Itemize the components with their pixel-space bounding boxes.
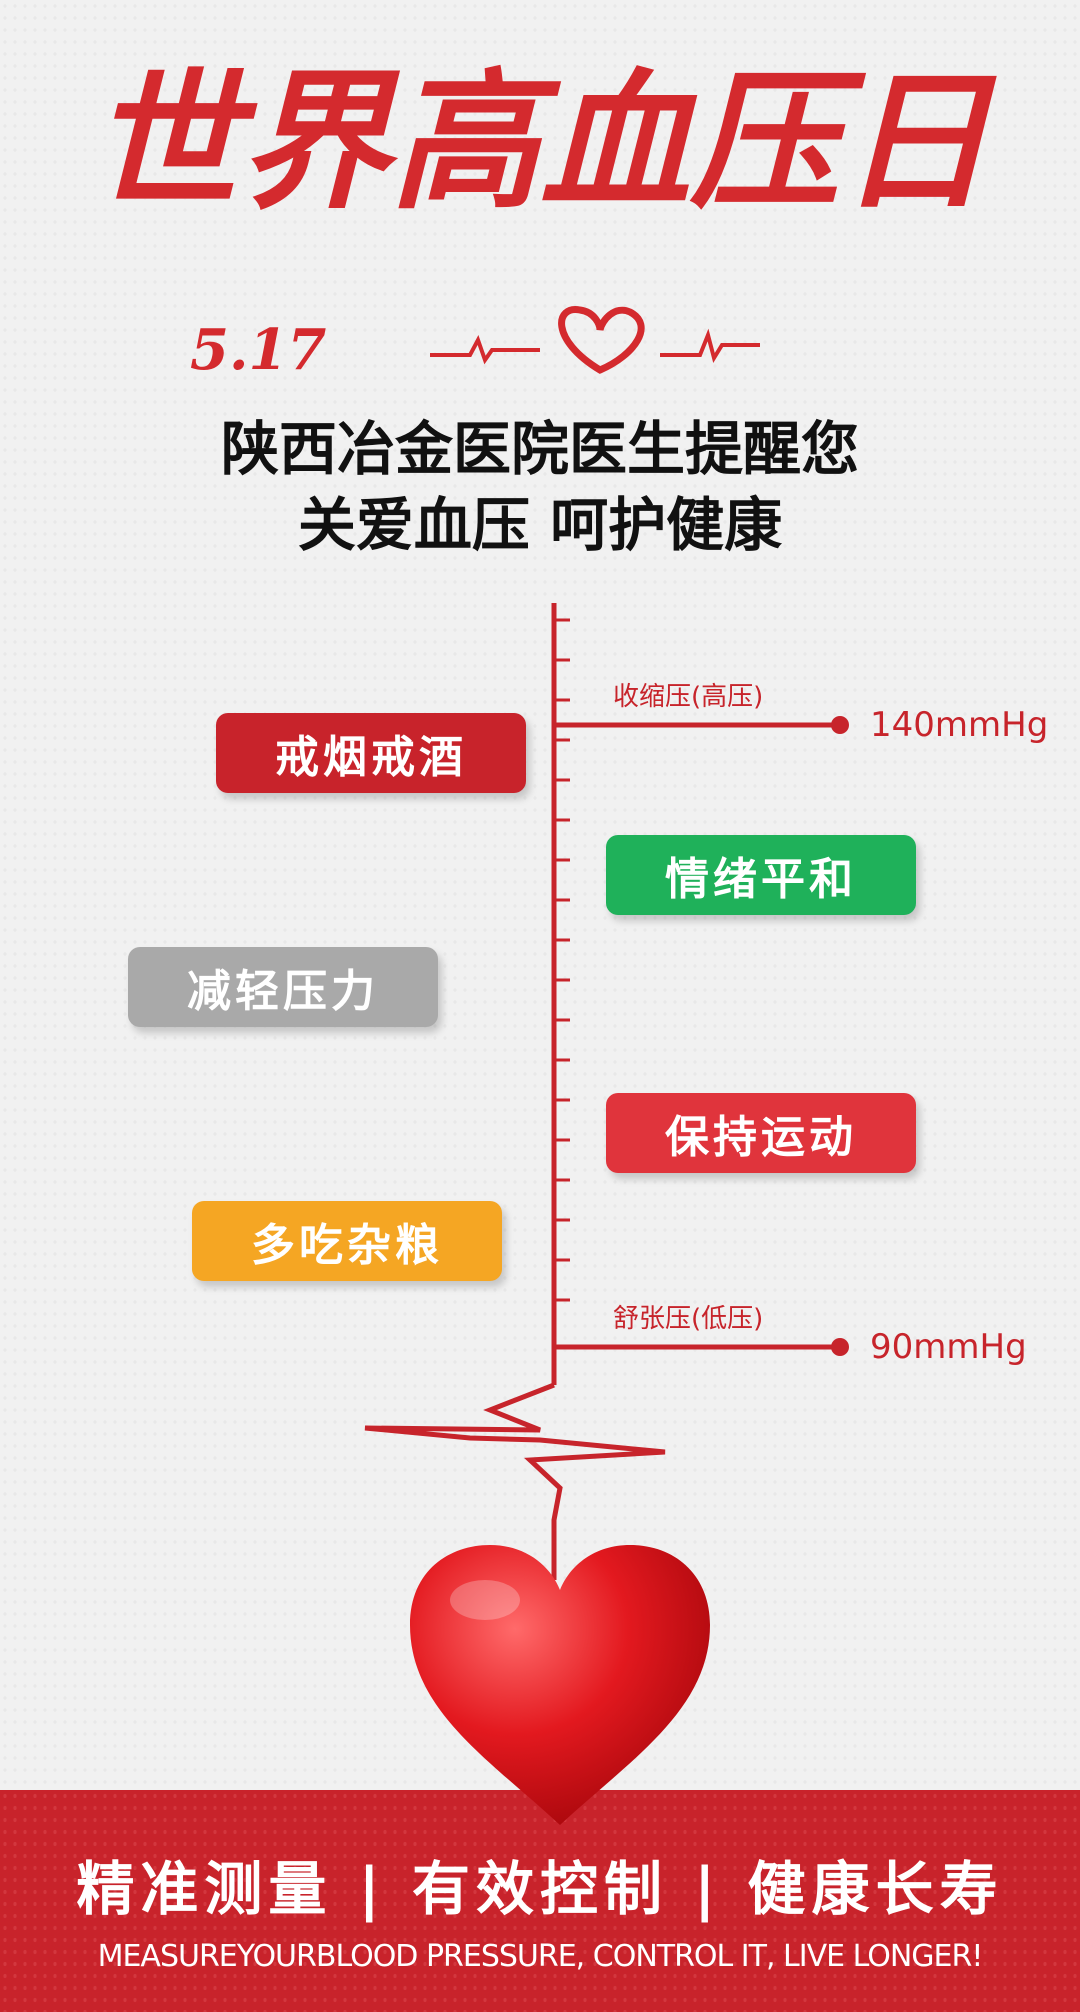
diastolic-value: 90mmHg [870, 1327, 1027, 1367]
tip-label: 减轻压力 [187, 966, 379, 1017]
tip-eat-grains: 多吃杂粮 [192, 1201, 502, 1281]
date-text: 5.17 [190, 317, 327, 383]
systolic-value: 140mmHg [870, 705, 1049, 745]
footer-slogan: 精准测量 | 有效控制 | 健康长寿 [76, 1855, 1004, 1923]
tip-label: 保持运动 [665, 1112, 857, 1163]
tip-label: 戒烟戒酒 [275, 732, 467, 783]
footer-band: 精准测量 | 有效控制 | 健康长寿 MEASUREYOURBLOOD PRES… [0, 1790, 1080, 2012]
tip-calm-emotions: 情绪平和 [606, 835, 916, 915]
tip-label: 多吃杂粮 [251, 1220, 443, 1271]
diastolic-label: 舒张压(低压) [613, 1304, 764, 1334]
systolic-label: 收缩压(高压) [613, 682, 764, 712]
footer-dots [0, 1790, 1080, 2012]
calligraphy-title: 世界高血压日 5.17 [40, 20, 1040, 400]
blood-pressure-ruler [364, 603, 849, 1580]
title-text: 世界高血压日 [90, 54, 991, 230]
tip-exercise: 保持运动 [606, 1093, 916, 1173]
subtitle-line-2: 关爱血压 呵护健康 [297, 491, 783, 559]
tip-quit-smoking-drinking: 戒烟戒酒 [216, 713, 526, 793]
tip-reduce-stress: 减轻压力 [128, 947, 438, 1027]
tip-label: 情绪平和 [665, 854, 857, 905]
subtitle-line-1: 陕西冶金医院医生提醒您 [220, 415, 859, 483]
heart-icon [410, 1545, 710, 1825]
footer-english: MEASUREYOURBLOOD PRESSURE, CONTROL IT, L… [97, 1939, 984, 1974]
heartbeat-heart-icon [430, 306, 760, 374]
